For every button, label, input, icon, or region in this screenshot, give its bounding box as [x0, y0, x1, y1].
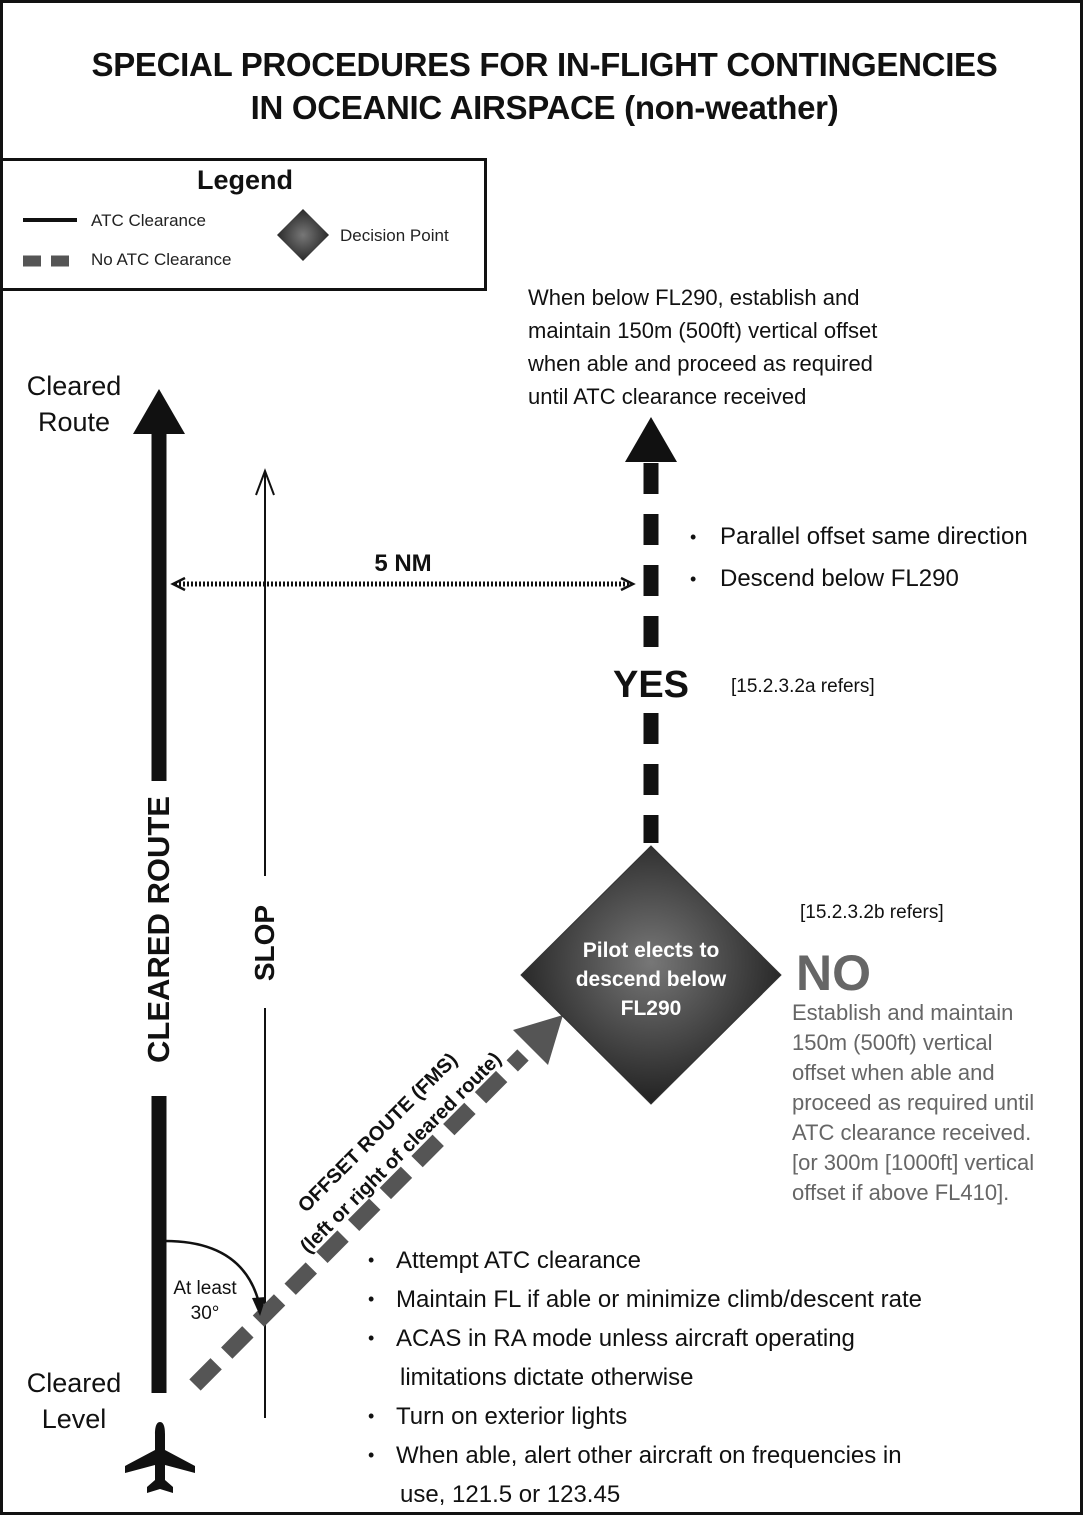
cleared-route-arrowhead-icon — [133, 389, 185, 434]
no-label: NO — [796, 945, 871, 1001]
angle-label: At least 30° — [163, 1276, 247, 1326]
five-nm-label: 5 NM — [374, 550, 432, 577]
legend-atc-clearance: ATC Clearance — [91, 211, 206, 230]
top-note-line-4: until ATC clearance received — [528, 384, 807, 409]
cleared-level-label-line-1: Cleared — [26, 1368, 122, 1398]
cleared-level-label-line-2: Level — [41, 1404, 107, 1434]
no-text-line-3: offset when able and — [792, 1060, 995, 1085]
airplane-icon — [125, 1422, 195, 1493]
actions-list: Attempt ATC clearance Maintain FL if abl… — [366, 1241, 1066, 1512]
legend-no-atc-clearance: No ATC Clearance — [91, 250, 232, 269]
yes-bullet-list: Parallel offset same direction Descend b… — [690, 516, 1080, 600]
top-note: When below FL290, establish and maintain… — [528, 281, 948, 413]
legend-decision-point: Decision Point — [340, 226, 449, 245]
yes-label: YES — [612, 664, 690, 706]
legend-swatches — [23, 209, 329, 267]
decision-diamond-icon — [520, 845, 782, 1105]
no-text-line-7: offset if above FL410]. — [792, 1180, 1010, 1205]
yes-bullet-item: Descend below FL290 — [690, 558, 1080, 600]
no-text-line-5: ATC clearance received. — [792, 1120, 1032, 1145]
angle-arrowhead-icon — [252, 1297, 266, 1316]
cleared-route-label-line-1: Cleared — [26, 371, 122, 401]
yes-bullet-item: Parallel offset same direction — [690, 516, 1080, 558]
cleared-route-label: Cleared Route — [13, 368, 135, 440]
angle-label-line-1: At least — [173, 1278, 237, 1299]
angle-arc — [164, 1239, 266, 1316]
no-text: Establish and maintain 150m (500ft) vert… — [792, 998, 1080, 1208]
legend-diamond-icon — [277, 209, 329, 261]
action-item: Maintain FL if able or minimize climb/de… — [366, 1280, 1066, 1319]
five-nm-left-arrow-icon — [170, 576, 186, 592]
no-text-line-2: 150m (500ft) vertical — [792, 1030, 993, 1055]
action-item-continuation: use, 121.5 or 123.45 — [400, 1481, 621, 1508]
yes-arrowhead-icon — [625, 417, 677, 462]
offset-route-arrowhead-icon — [513, 1015, 563, 1065]
top-note-line-1: When below FL290, establish and — [528, 285, 860, 310]
slop-arrowhead-icon — [255, 468, 275, 496]
ref-a: [15.2.3.2a refers] — [731, 676, 875, 697]
legend-title: Legend — [196, 165, 293, 195]
action-item: When able, alert other aircraft on frequ… — [366, 1436, 1066, 1475]
action-item: ACAS in RA mode unless aircraft operatin… — [366, 1319, 1066, 1358]
ref-b: [15.2.3.2b refers] — [800, 902, 944, 923]
no-text-line-4: proceed as required until — [792, 1090, 1035, 1115]
slop-label: SLOP — [249, 904, 280, 982]
five-nm-measure — [170, 576, 636, 592]
cleared-route-line — [133, 389, 185, 1393]
decision-text-line-3: FL290 — [620, 997, 682, 1020]
top-note-line-3: when able and proceed as required — [528, 351, 873, 376]
decision-text-line-2: descend below — [575, 968, 727, 991]
cleared-level-label: Cleared Level — [13, 1365, 135, 1437]
slop-line — [255, 468, 275, 1418]
decision-text: Pilot elects to descend below FL290 — [551, 936, 751, 1023]
title-line-2: IN OCEANIC AIRSPACE (non-weather) — [250, 89, 839, 126]
decision-text-line-1: Pilot elects to — [582, 939, 720, 962]
offset-route-path — [189, 1015, 563, 1391]
cleared-route-vertical-label: CLEARED ROUTE — [141, 796, 176, 1063]
no-text-line-1: Establish and maintain — [792, 1000, 1014, 1025]
cleared-route-label-line-2: Route — [37, 407, 111, 437]
title-line-1: SPECIAL PROCEDURES FOR IN-FLIGHT CONTING… — [91, 46, 998, 83]
no-text-line-6: [or 300m [1000ft] vertical — [792, 1150, 1035, 1175]
legend-box — [3, 158, 487, 291]
yes-path — [625, 417, 677, 843]
top-note-line-2: maintain 150m (500ft) vertical offset — [528, 318, 878, 343]
action-item-continuation: limitations dictate otherwise — [400, 1364, 694, 1391]
action-item: Attempt ATC clearance — [366, 1241, 1066, 1280]
diagram-graphics — [125, 389, 782, 1493]
five-nm-right-arrow-icon — [620, 576, 636, 592]
action-item: Turn on exterior lights — [366, 1397, 1066, 1436]
angle-label-line-2: 30° — [190, 1303, 220, 1324]
